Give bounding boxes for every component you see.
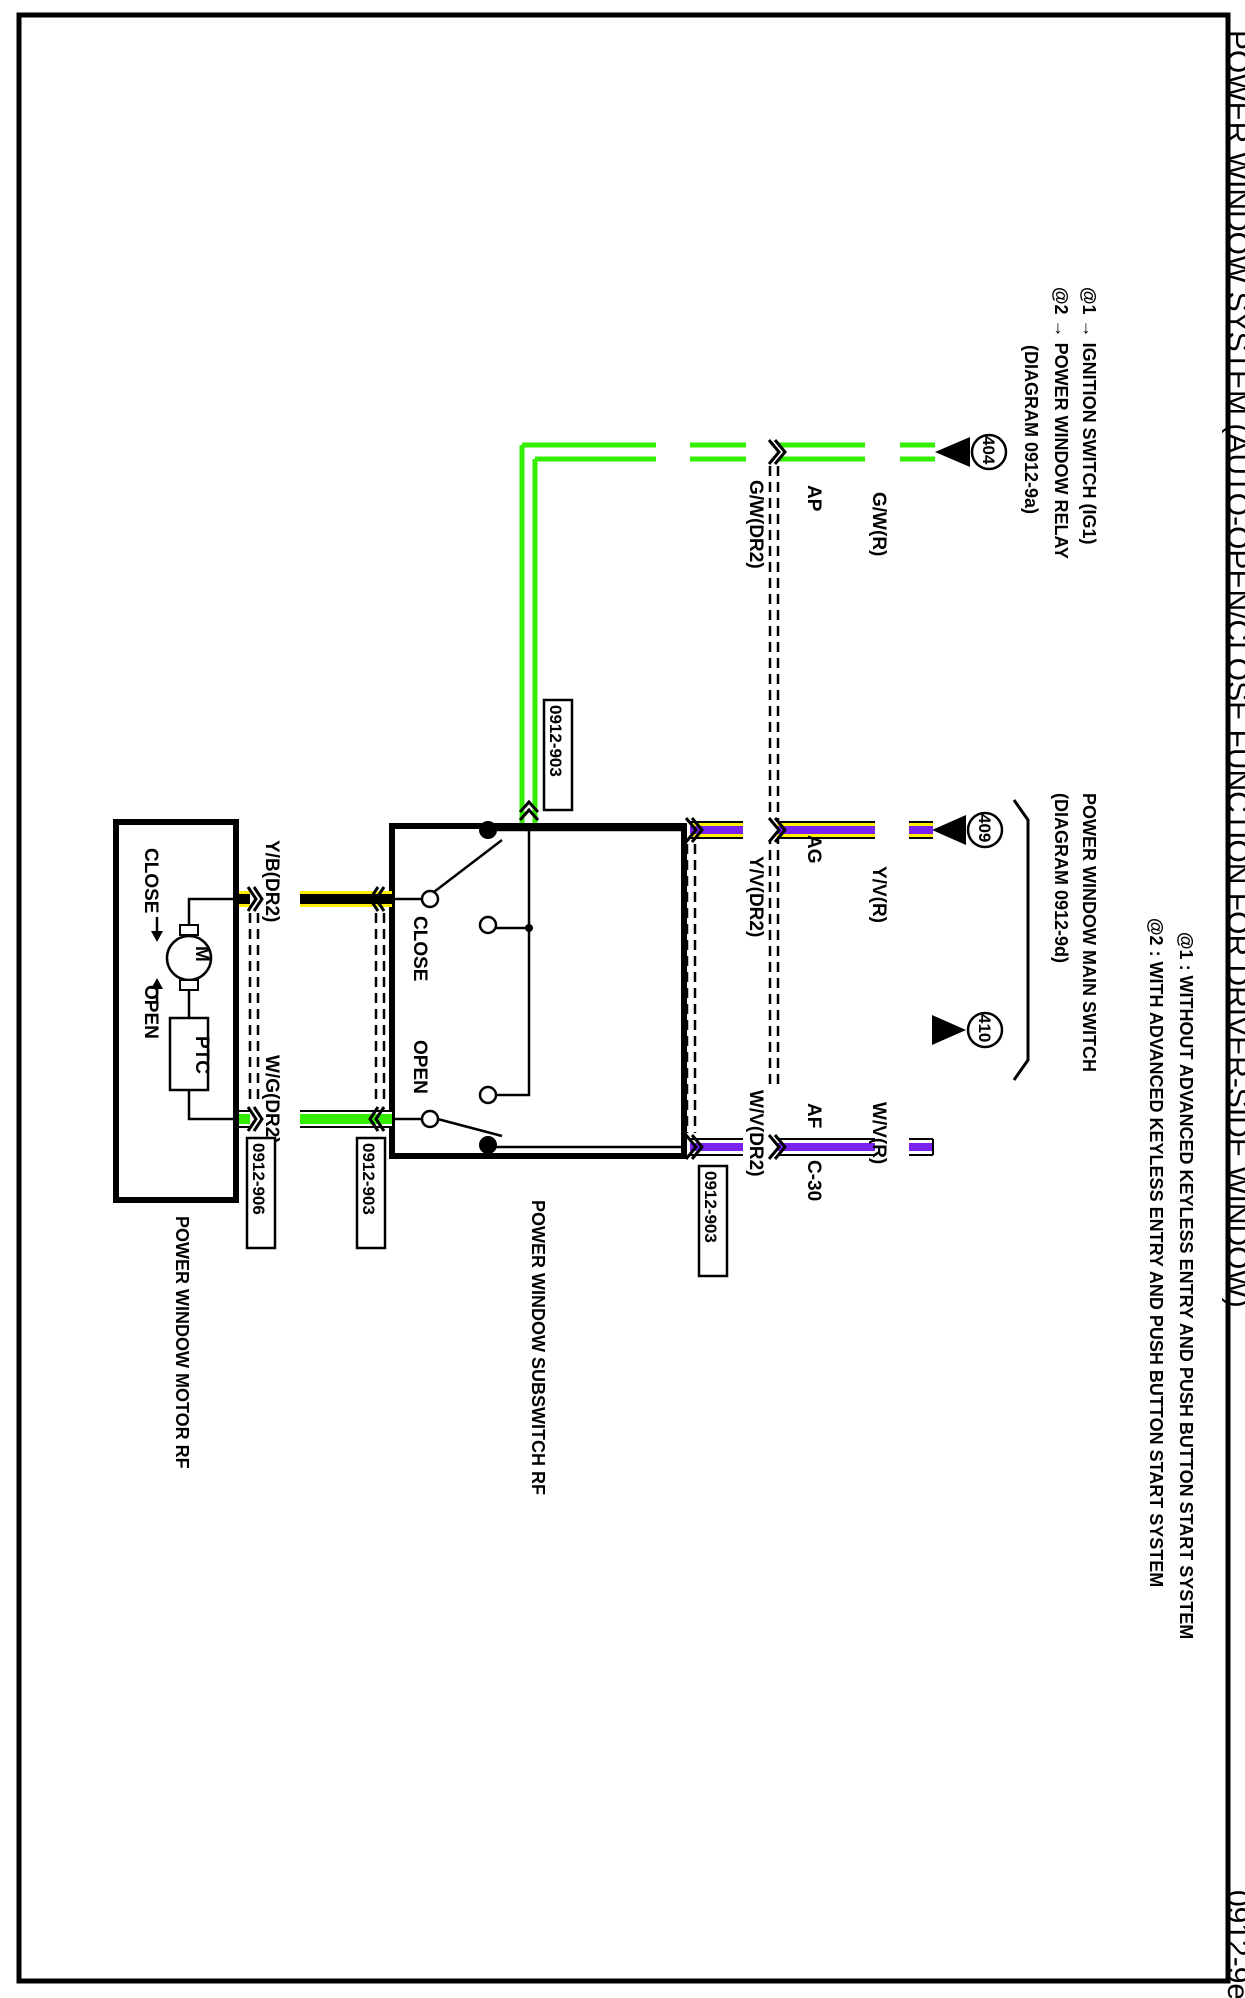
wire-yv <box>690 818 933 842</box>
arrow-down-icon <box>151 931 163 942</box>
wire-label-wg-dr2: W/G(DR2) <box>261 1055 282 1144</box>
motor-close-label: CLOSE <box>140 848 161 913</box>
ref-903-right: 0912-903 <box>701 1171 720 1243</box>
wire-label-yb-dr2: Y/B(DR2) <box>261 840 282 922</box>
subswitch-close-label: CLOSE <box>409 916 430 981</box>
ref-box-906 <box>245 1136 277 1250</box>
source-ref-line2: @2 → POWER WINDOW RELAY <box>1051 287 1071 559</box>
power-window-motor <box>113 819 239 1203</box>
connector-label-af: AF <box>803 1103 824 1128</box>
connector-903-right-yv-icon <box>684 817 704 843</box>
connector-housing-906 <box>248 913 260 1105</box>
diagram-frame <box>16 12 1231 1984</box>
ref-906: 0912-906 <box>249 1143 268 1215</box>
motor-name: POWER WINDOW MOTOR RF <box>172 1216 192 1469</box>
wire-label-gw-dr2: G/W(DR2) <box>745 480 766 569</box>
wire-wv <box>690 1135 933 1159</box>
connector-903-top-icon <box>518 799 540 822</box>
subswitch-open-label: OPEN <box>409 1040 430 1094</box>
wire-label-yv-r: Y/V(R) <box>868 866 889 923</box>
switch-arm-open <box>429 1115 503 1138</box>
note-1: @1 : WITHOUT ADVANCED KEYLESS ENTRY AND … <box>1176 932 1196 1639</box>
wire-yb <box>236 888 392 910</box>
wire-wg <box>236 1107 392 1131</box>
power-window-subswitch <box>389 821 687 1159</box>
connector-409: 409 <box>932 811 1004 849</box>
motor-open-label: OPEN <box>140 985 161 1039</box>
connector-ag-icon <box>767 817 787 843</box>
switch-pivot-open <box>479 1136 497 1154</box>
source-ref-line3: (DIAGRAM 0912-9a) <box>1021 345 1041 514</box>
wire-label-yv-dr2: Y/V(DR2) <box>745 856 766 937</box>
arrow-up-icon <box>151 978 163 989</box>
ptc-element <box>168 1016 210 1092</box>
connector-903-right-wv-icon <box>684 1134 704 1160</box>
connector-housing-c30 <box>768 466 780 1090</box>
connector-410: 410 <box>932 1011 1004 1049</box>
connector-404: 404 <box>935 433 1008 471</box>
switch-contact-close <box>420 889 440 909</box>
ref-903-mid: 0912-903 <box>359 1143 378 1215</box>
wire-label-gw-r: G/W(R) <box>868 492 889 556</box>
connector-label-ap: AP <box>803 485 824 512</box>
switch-arm-close <box>429 839 503 896</box>
motor-m-label: M <box>191 946 212 962</box>
connector-af-icon <box>767 1134 787 1160</box>
connector-housing-903-right <box>685 844 697 1133</box>
ref-box-903-top <box>542 698 574 812</box>
switch-contact-open-alt <box>478 1085 498 1105</box>
connector-housing-903-mid <box>374 913 386 1105</box>
svg-text:409: 409 <box>975 814 994 842</box>
svg-text:404: 404 <box>979 436 998 465</box>
connector-ap-icon <box>767 439 787 465</box>
bracket <box>1012 799 1030 1081</box>
main-switch-ref-line2: (DIAGRAM 0912-9d) <box>1051 793 1071 963</box>
main-switch-ref-line1: POWER WINDOW MAIN SWITCH <box>1079 793 1099 1072</box>
arrow-410-icon <box>932 1015 966 1045</box>
connector-label-ag: AG <box>803 835 824 864</box>
switch-contact-close-alt <box>478 915 498 935</box>
diagram-title: POWER WINDOW SYSTEM (AUTO-OPEN/CLOSE FUN… <box>1221 30 1245 1308</box>
subswitch-name: POWER WINDOW SUBSWITCH RF <box>528 1200 548 1495</box>
connector-906-yb-icon <box>246 886 264 912</box>
switch-pivot-close <box>479 821 497 839</box>
switch-contact-open <box>420 1109 440 1129</box>
svg-text:410: 410 <box>975 1014 994 1042</box>
connector-903-mid-yb-icon <box>368 886 386 912</box>
ref-box-903-right <box>697 1164 729 1278</box>
arrow-409-icon <box>932 815 966 845</box>
wire-label-wv-r: W/V(R) <box>868 1102 889 1164</box>
ref-box-903-mid <box>355 1136 387 1250</box>
arrow-404-icon <box>935 437 970 467</box>
connector-label-c30: C-30 <box>803 1160 824 1201</box>
wire-gw <box>519 442 935 826</box>
connector-903-mid-wg-icon <box>368 1106 386 1132</box>
wire-label-wv-dr2: W/V(DR2) <box>745 1090 766 1177</box>
source-ref-line1: @1 → IGNITION SWITCH (IG1) <box>1079 287 1099 545</box>
diagram-code: 0912-9e <box>1221 1890 1245 1998</box>
note-2: @2 : WITH ADVANCED KEYLESS ENTRY AND PUS… <box>1146 918 1166 1587</box>
motor-ptc-label: PTC <box>191 1036 212 1074</box>
connector-906-wg-icon <box>246 1106 264 1132</box>
ref-903-top: 0912-903 <box>546 705 565 777</box>
